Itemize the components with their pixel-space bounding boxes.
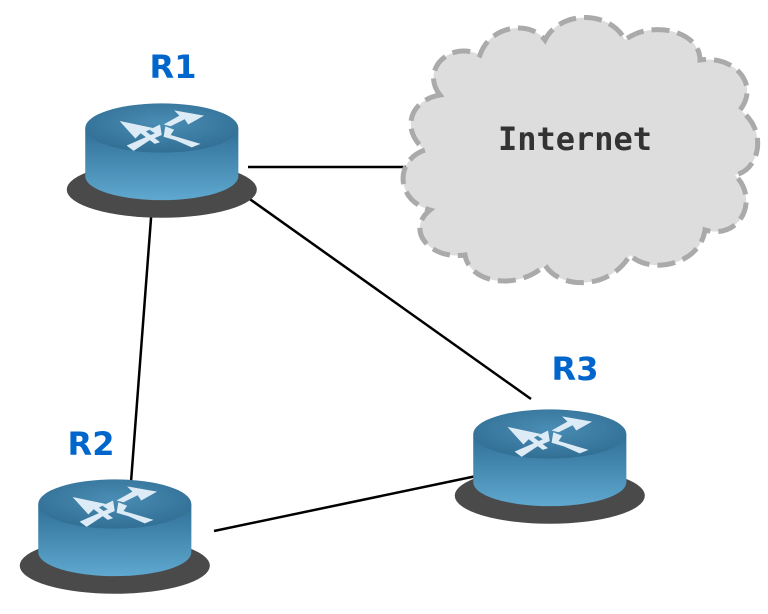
router-label-r3: R3	[552, 350, 599, 388]
cloud-icon	[400, 15, 761, 286]
links	[129, 165, 532, 533]
router-r2: R2	[19, 425, 210, 594]
cloud-label: Internet	[498, 120, 652, 158]
link-r1-r2	[129, 191, 155, 483]
router-label-r1: R1	[150, 48, 197, 86]
internet-cloud: Internet	[400, 15, 761, 286]
router-label-r2: R2	[68, 425, 115, 463]
router-r3: R3	[454, 350, 645, 524]
link-r2-r3	[213, 472, 487, 533]
router-r1: R1	[66, 48, 257, 218]
link-r1-r3	[236, 188, 532, 401]
